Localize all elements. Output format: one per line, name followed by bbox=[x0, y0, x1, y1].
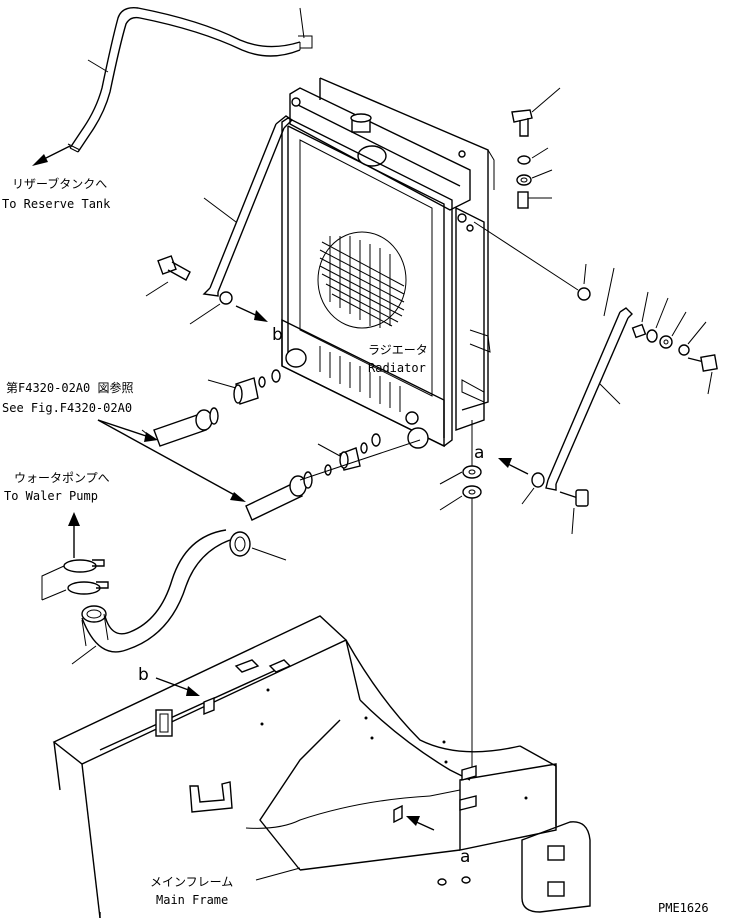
mount-axis-line bbox=[473, 221, 579, 291]
hose-clamp-lower bbox=[67, 581, 109, 595]
bolt-stay-lower bbox=[559, 489, 589, 507]
bolt-top-right bbox=[511, 109, 533, 137]
radiator-label-en: Radiator bbox=[368, 361, 426, 375]
leader-line bbox=[251, 547, 287, 561]
leader-line bbox=[671, 311, 687, 337]
reference-arrow-b-lower bbox=[155, 677, 200, 696]
leader-line bbox=[531, 169, 553, 179]
figure-code: PME1626 bbox=[658, 901, 709, 915]
water-pump-label-jp: ウォータポンプへ bbox=[14, 471, 110, 485]
leader-line bbox=[603, 267, 615, 317]
leader-line bbox=[145, 281, 169, 297]
collar-right bbox=[631, 323, 647, 339]
leader-line bbox=[583, 263, 587, 285]
radiator-hose bbox=[81, 529, 231, 653]
reference-mark-a-upper: a bbox=[474, 443, 484, 463]
o-ring-lower-b bbox=[360, 442, 368, 454]
leader-line bbox=[207, 379, 237, 389]
leader-line bbox=[439, 471, 463, 485]
leader-line bbox=[655, 297, 669, 329]
washer-top-right bbox=[517, 155, 531, 165]
washer-left bbox=[219, 291, 233, 305]
hose-clamp-radiator bbox=[229, 531, 251, 557]
leader-line bbox=[599, 383, 621, 405]
mount-cushion-upper bbox=[462, 465, 482, 479]
hose-fitting-lower bbox=[245, 471, 313, 521]
radiator bbox=[281, 77, 495, 449]
leader-line bbox=[203, 197, 237, 223]
leader-line bbox=[521, 487, 535, 505]
washer-stay-lower bbox=[531, 472, 545, 488]
leader-line bbox=[299, 439, 421, 481]
see-fig-arrow-upper bbox=[97, 419, 158, 442]
reserve-tank-label-jp: リザーブタンクへ bbox=[12, 176, 107, 191]
main-frame bbox=[52, 615, 591, 918]
radiator-label-jp: ラジエータ bbox=[368, 343, 428, 357]
clamp-bracket bbox=[41, 565, 67, 601]
washer-right-mount bbox=[577, 287, 591, 301]
leader-line bbox=[439, 495, 463, 511]
see-fig-label-en: See Fig.F4320-02A0 bbox=[2, 401, 132, 415]
leader-line bbox=[687, 321, 707, 345]
reference-arrow-a-lower bbox=[406, 816, 435, 831]
right-stay-rod bbox=[545, 307, 633, 491]
main-frame-label-en: Main Frame bbox=[156, 893, 228, 907]
reference-mark-b-lower: b bbox=[138, 665, 149, 685]
collar-top-right bbox=[517, 191, 529, 209]
reference-arrow-a-upper bbox=[498, 458, 529, 475]
reference-mark-b-upper: b bbox=[272, 325, 283, 345]
mount-cushion-lower bbox=[462, 485, 482, 499]
leader-line bbox=[71, 645, 97, 665]
hose-clamp-upper bbox=[63, 559, 105, 573]
o-ring-lower bbox=[371, 433, 381, 447]
bushing-top-right bbox=[516, 174, 532, 186]
leader-line bbox=[707, 371, 713, 395]
leader-line bbox=[571, 507, 575, 535]
reserve-tank-arrow bbox=[32, 145, 71, 166]
nut-right bbox=[659, 335, 673, 349]
leader-line bbox=[531, 87, 561, 113]
leader-line bbox=[189, 303, 221, 325]
main-frame-label-jp: メインフレーム bbox=[150, 875, 233, 889]
reference-arrow-b-upper bbox=[235, 305, 268, 322]
left-stay-rod bbox=[202, 115, 294, 297]
water-pump-label-en: To Waler Pump bbox=[4, 489, 98, 503]
bolt-right bbox=[687, 354, 718, 372]
elbow-fitting-lower bbox=[339, 447, 361, 471]
reference-mark-a-lower: a bbox=[460, 847, 470, 867]
elbow-fitting-upper bbox=[233, 377, 259, 405]
leader-line bbox=[317, 443, 341, 457]
see-fig-arrow-lower bbox=[97, 419, 246, 502]
reserve-tank-hose bbox=[67, 7, 313, 153]
washer-right-a bbox=[646, 329, 658, 343]
reserve-tank-label-en: To Reserve Tank bbox=[2, 197, 111, 211]
water-pump-arrow bbox=[68, 512, 80, 558]
see-fig-label-jp: 第F4320-02A0 図参照 bbox=[6, 380, 133, 395]
leader-line bbox=[255, 867, 301, 881]
o-ring-upper-b bbox=[258, 376, 266, 388]
bolt-left bbox=[157, 255, 191, 281]
radiator-core-mesh bbox=[317, 231, 407, 329]
leader-line bbox=[641, 291, 649, 323]
washer-right-b bbox=[678, 344, 690, 356]
leader-line bbox=[531, 147, 549, 159]
o-ring-upper bbox=[271, 369, 281, 383]
leader-line bbox=[87, 59, 109, 73]
hose-fitting-upper bbox=[153, 407, 219, 447]
